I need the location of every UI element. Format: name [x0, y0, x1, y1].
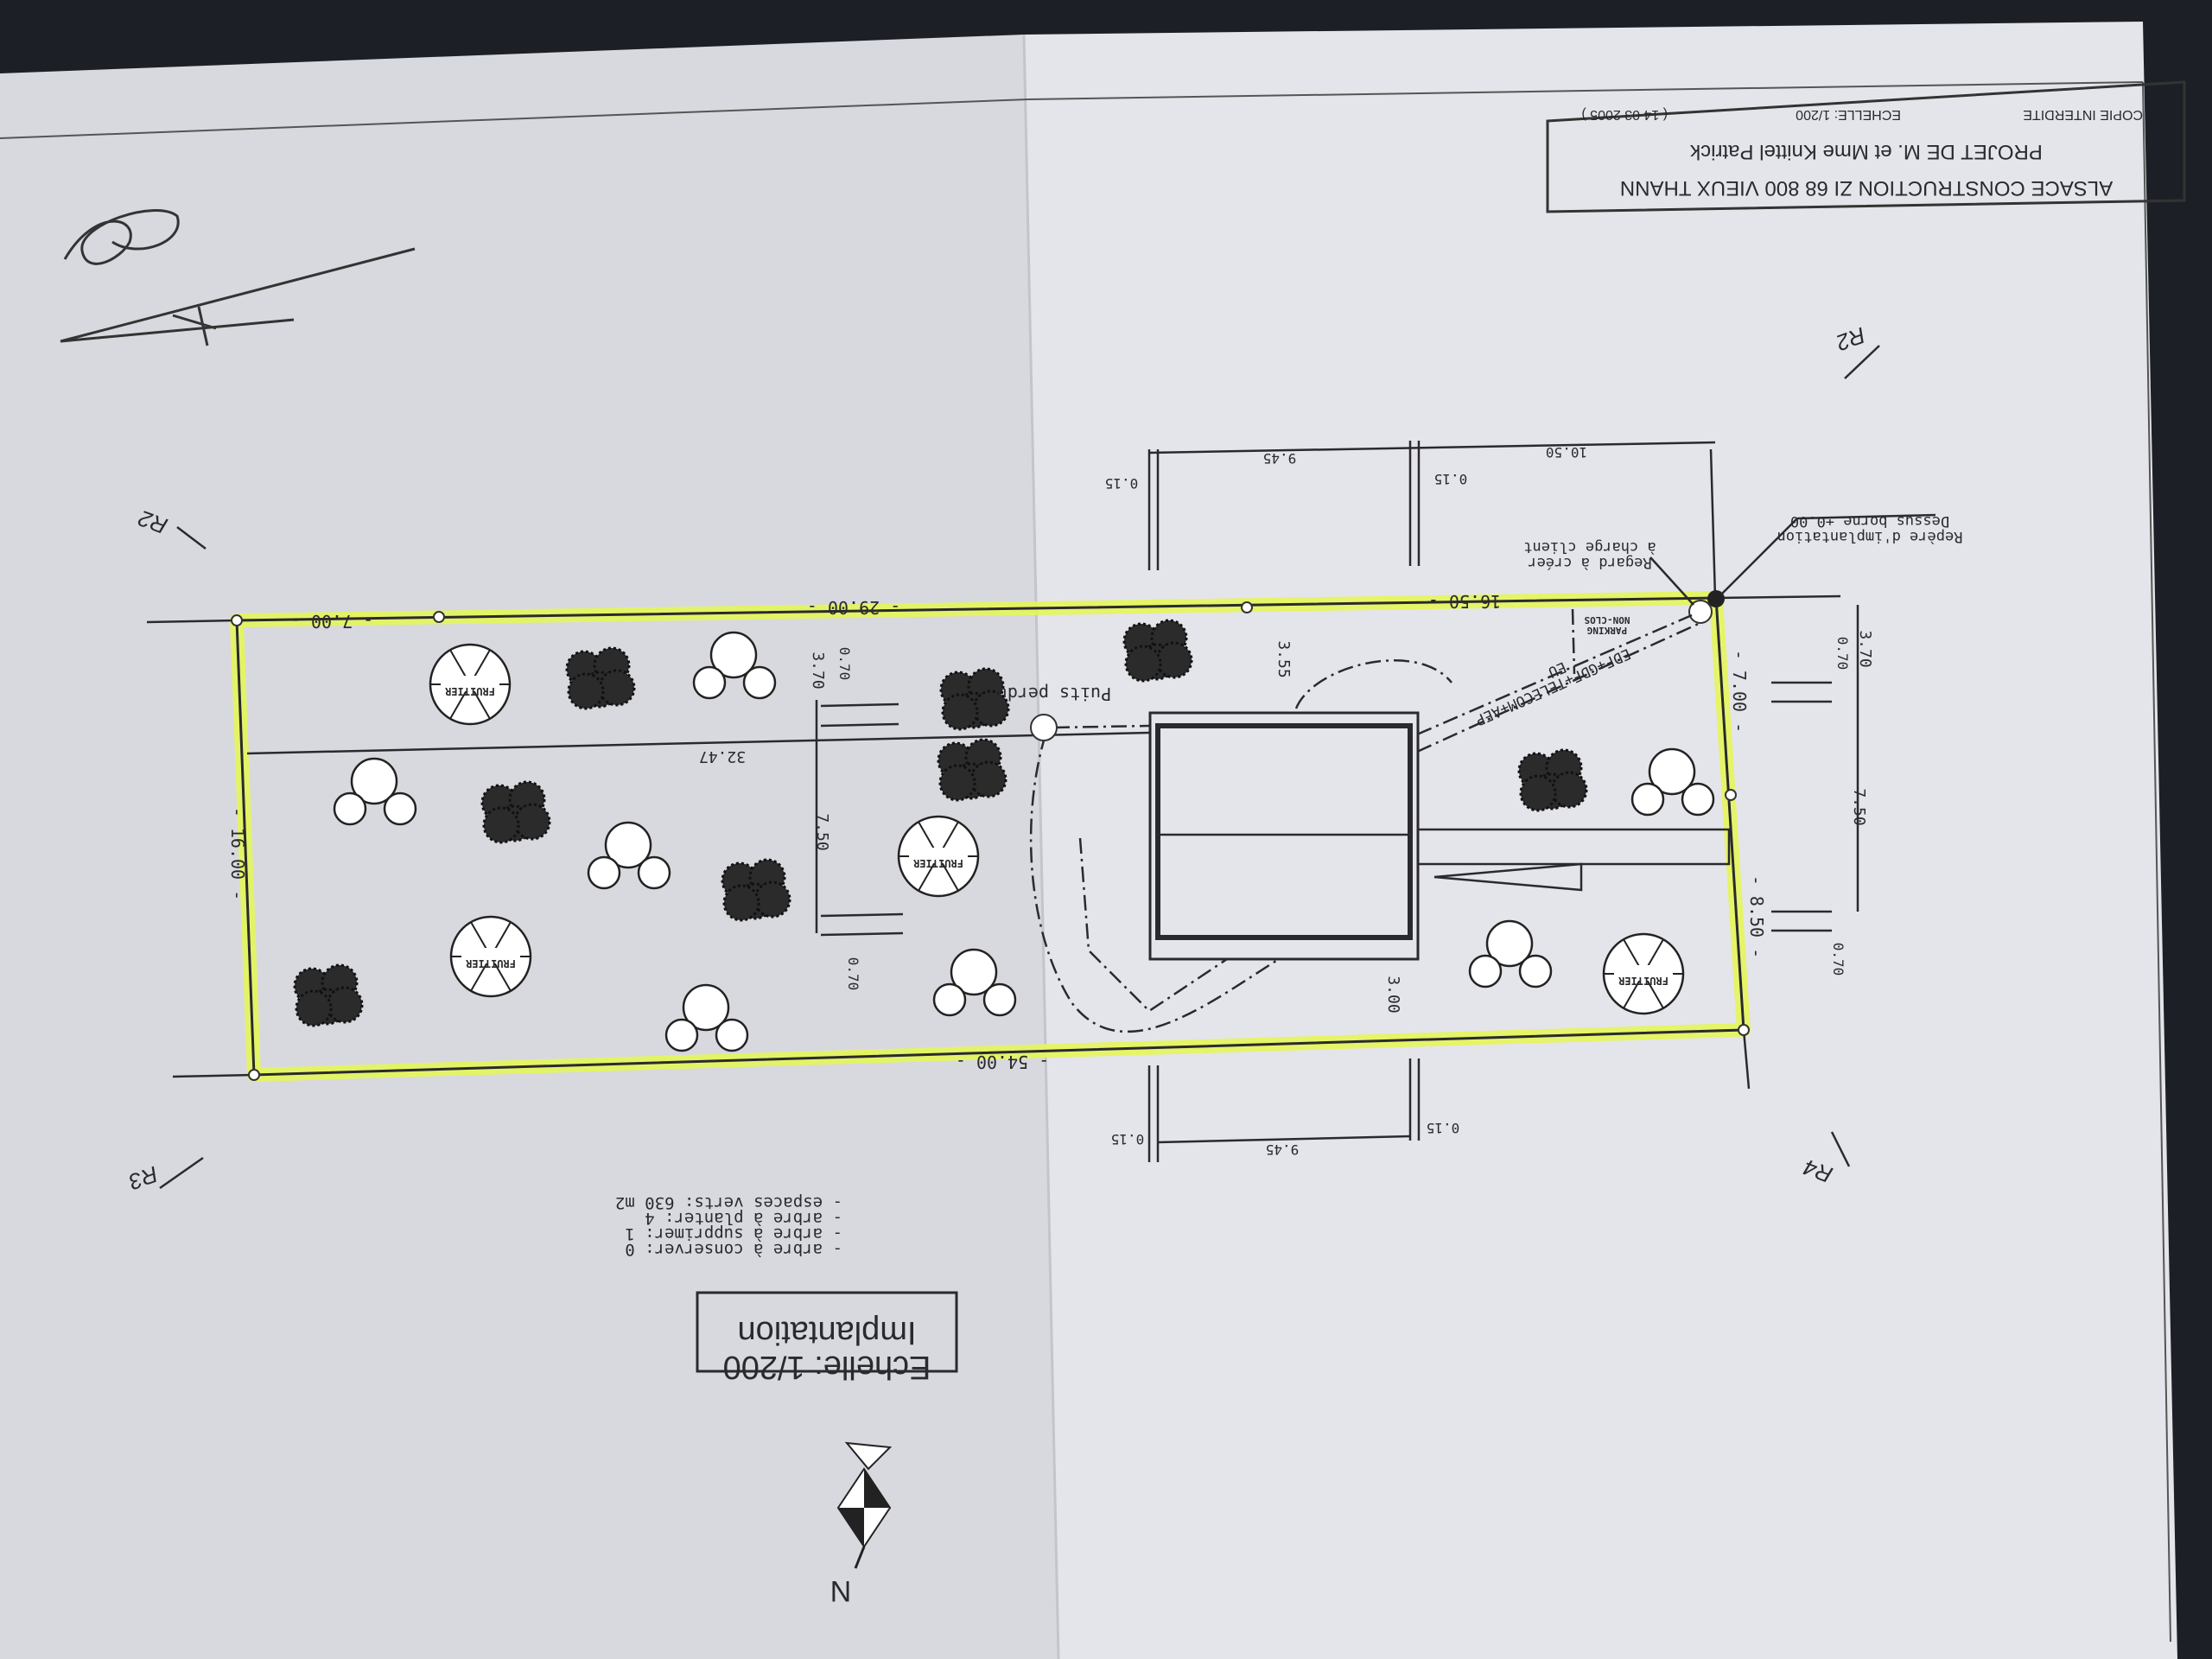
- fruit-tree-label: FRUITIER: [912, 857, 963, 869]
- paper-right: [1024, 22, 2177, 1659]
- title-company: ALSACE CONSTRUCTION ZI 68 800 VIEUX THAN…: [1620, 176, 2113, 200]
- border-line: [0, 99, 1029, 139]
- north-arrow-icon: [836, 1441, 893, 1569]
- title-date: ( 14 03 2005 ): [1581, 107, 1668, 122]
- dim-3-70: 3.70: [809, 652, 827, 689]
- tree-planted-icon: [1517, 748, 1588, 812]
- fruit-tree-label: FRUITIER: [1618, 975, 1669, 987]
- leader-line: [1720, 518, 1798, 595]
- dim-0-15: 0.15: [1111, 1131, 1145, 1147]
- tree-existing-icon: [932, 948, 1017, 1017]
- paper-left: [0, 35, 1058, 1659]
- tree-existing-icon: [587, 821, 671, 890]
- dim-right-7: - 7.00 -: [1729, 650, 1750, 733]
- tree-planted-icon: [1122, 619, 1193, 683]
- dim-7-50: 7.50: [813, 813, 831, 850]
- extension-lines: [146, 441, 1859, 1162]
- survey-point: [1707, 590, 1725, 607]
- regard-label: à charge client: [1523, 538, 1656, 556]
- dim-top-7: - 7.00 -: [290, 611, 373, 632]
- dim-right-8-50: - 8.50 -: [1746, 875, 1767, 958]
- title-project: PROJET DE M. et Mme Knittel Patrick: [1689, 140, 2043, 163]
- repere-label: Dessus borne ±0.00: [1790, 512, 1949, 530]
- marker-arrows: [159, 345, 1880, 1190]
- puits-perdu-symbol: [1030, 714, 1058, 741]
- trees: FRUITIER FRUITIER FRUITIER FRUITIER: [293, 619, 1715, 1052]
- dim-0-15: 0.15: [1434, 471, 1468, 487]
- title-block: ALSACE CONSTRUCTION ZI 68 800 VIEUX THAN…: [1546, 80, 2186, 213]
- dim-9-45: 9.45: [1266, 1141, 1300, 1158]
- dim-3-70: 3.70: [1856, 630, 1874, 667]
- house-footprint: [1148, 711, 1731, 961]
- tree-planted-icon: [721, 858, 791, 922]
- dim-7-50: 7.50: [1850, 788, 1868, 825]
- tree-planted-icon: [939, 667, 1010, 731]
- boundary-markers: [231, 601, 1750, 1081]
- fruit-tree-icon: FRUITIER: [429, 643, 512, 726]
- leader-line: [1796, 513, 1936, 520]
- legend-scale: Echelle: 1/200: [723, 1349, 931, 1385]
- fruit-tree-label: FRUITIER: [465, 957, 516, 969]
- fold-line: [1022, 34, 1060, 1659]
- signature: [60, 209, 416, 346]
- dim-0-70: 0.70: [1834, 637, 1851, 671]
- north-label: N: [830, 1574, 852, 1607]
- repere-label: Repère d'implantation: [1777, 528, 1963, 545]
- tree-existing-icon: [1630, 747, 1715, 817]
- dim-0-15: 0.15: [1427, 1120, 1460, 1136]
- border-line: [1027, 81, 2144, 100]
- regard-label: Regard à créer: [1528, 554, 1651, 571]
- title-scale: ECHELLE: 1/200: [1796, 107, 1901, 122]
- puits-perdu-label: Puits perdu: [997, 683, 1111, 704]
- dim-0-70: 0.70: [836, 647, 853, 681]
- dim-0-70: 0.70: [845, 957, 861, 991]
- tree-existing-icon: [333, 757, 417, 826]
- tree-planted-icon: [293, 963, 364, 1027]
- fruit-tree-icon: FRUITIER: [449, 915, 532, 998]
- parking-label: PARKING: [1586, 625, 1627, 636]
- dim-top-29: - 29.00 -: [807, 597, 900, 618]
- dim-3-55: 3.55: [1274, 640, 1293, 677]
- border-line: [2142, 81, 2171, 1643]
- tree-existing-icon: [692, 631, 777, 700]
- leader-line: [1649, 556, 1694, 606]
- legend-item: - arbre à conserver: 0: [625, 1240, 842, 1259]
- dim-0-15: 0.15: [1105, 475, 1139, 492]
- tree-planted-icon: [937, 738, 1007, 802]
- regard-manhole: [1688, 600, 1713, 624]
- legend-item: - arbre à supprimer: 1: [625, 1224, 842, 1243]
- network-lines: [1029, 608, 1703, 1033]
- dim-bottom-54: - 54.00 -: [956, 1052, 1049, 1072]
- dim-3-00: 3.00: [1384, 976, 1402, 1013]
- legend: Implantation Echelle: 1/200 - arbre à co…: [615, 1193, 958, 1385]
- tree-planted-icon: [480, 780, 551, 844]
- dim-0-70: 0.70: [1830, 943, 1847, 976]
- dim-9-45: 9.45: [1263, 450, 1297, 467]
- tree-planted-icon: [565, 646, 636, 710]
- legend-title: Implantation: [737, 1314, 916, 1351]
- fruit-tree-label: FRUITIER: [444, 685, 495, 697]
- fruit-tree-icon: FRUITIER: [1602, 932, 1685, 1015]
- dim-top-16-50: - 16.50 -: [1428, 591, 1522, 612]
- fruit-tree-icon: FRUITIER: [897, 815, 980, 898]
- legend-item: - arbre à planter: 4: [645, 1209, 842, 1228]
- dim-10-50: 10.50: [1546, 444, 1587, 461]
- title-copy-notice: COPIE INTERDITE: [2023, 107, 2143, 122]
- dim-32-47: 32.47: [699, 747, 746, 766]
- tree-existing-icon: [1468, 919, 1553, 988]
- legend-item: - espaces verts: 630 m2: [615, 1193, 842, 1212]
- dim-left-16: - 16.00 -: [227, 807, 248, 900]
- parking-label: NON-CLOS: [1585, 614, 1630, 626]
- tree-existing-icon: [664, 983, 749, 1052]
